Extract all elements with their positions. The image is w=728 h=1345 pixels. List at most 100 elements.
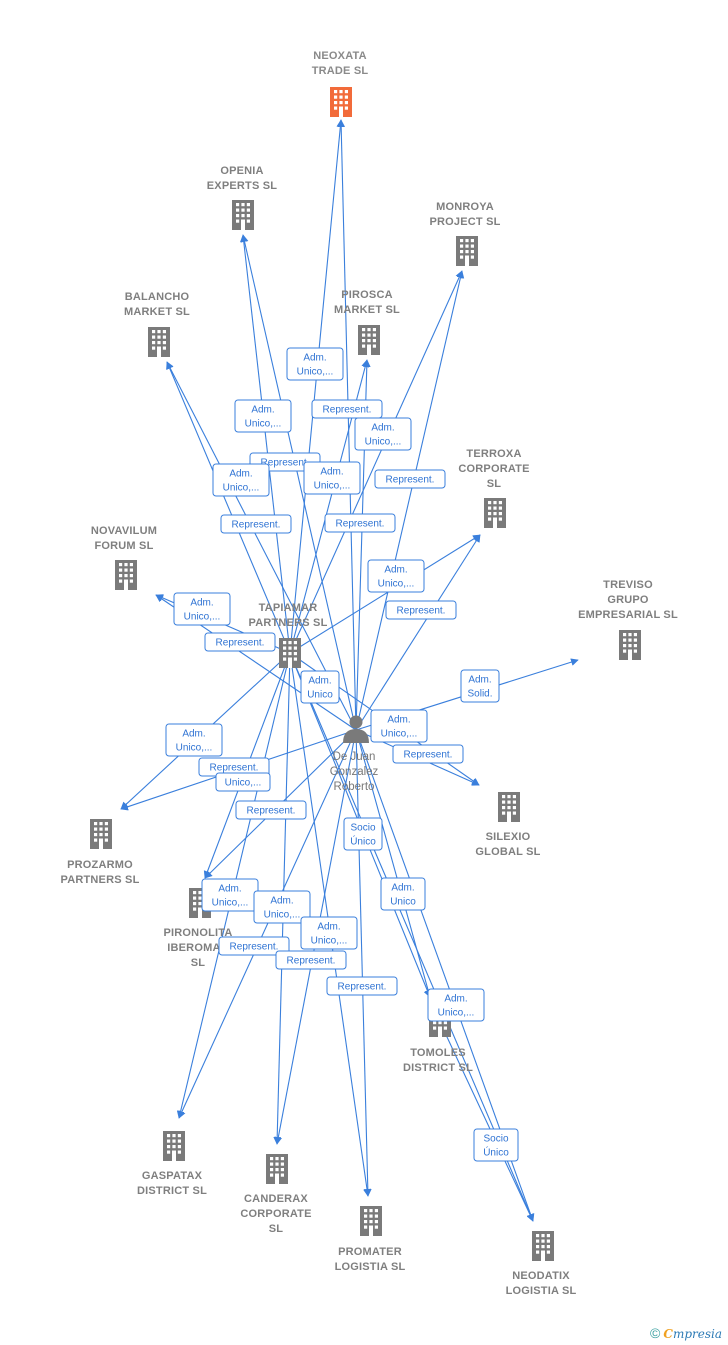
relation-label[interactable]: Represent. — [326, 976, 398, 996]
company-name-line: TOMOLES — [410, 1047, 466, 1059]
relation-text: Adm. — [387, 715, 410, 726]
relation-label[interactable]: Represent. — [198, 757, 270, 777]
company-name-line: GRUPO — [607, 594, 649, 606]
relation-label[interactable]: Adm. Unico,... — [354, 417, 412, 451]
relation-text: Represent. — [287, 956, 336, 967]
relation-label[interactable]: Adm.Unico,... — [370, 709, 428, 743]
relation-text: Adm. — [371, 423, 394, 434]
company-name-line: NOVAVILUM — [91, 525, 157, 537]
relation-label[interactable]: Represent. — [374, 469, 446, 489]
relation-label[interactable]: Adm.Unico,... — [367, 559, 425, 593]
relation-text: Represent. — [230, 942, 279, 953]
relation-text: Adm. — [303, 353, 326, 364]
building-icon — [90, 819, 112, 849]
company-name-line: TERROXA — [466, 448, 521, 460]
relation-label[interactable]: Adm.Unico,... — [234, 399, 292, 433]
relation-label[interactable]: Represent. — [204, 632, 276, 652]
relation-label[interactable]: Adm.Solid. — [460, 669, 500, 703]
relation-label[interactable]: Represent. — [220, 514, 292, 534]
relation-box — [374, 469, 446, 489]
edge-tomoles-neodatix — [439, 1021, 534, 1222]
relation-text: Unico,... — [365, 437, 402, 448]
relation-text: Unico,... — [311, 936, 348, 947]
relation-text: Represent. — [247, 806, 296, 817]
relation-box — [212, 463, 270, 497]
relation-label[interactable]: Represent. — [385, 600, 457, 620]
relation-box — [220, 514, 292, 534]
relation-label[interactable]: Adm.Unico — [380, 877, 426, 911]
edge-tapiamar-openia — [239, 234, 291, 654]
company-name-line: CANDERAX — [244, 1193, 308, 1205]
relation-label[interactable]: Adm.Unico,... — [300, 916, 358, 950]
relation-label[interactable]: Adm.Unico,... — [212, 463, 270, 497]
relation-text: Socio — [483, 1134, 508, 1145]
relation-label[interactable]: Represent. — [311, 399, 383, 419]
relation-label[interactable]: Adm.Unico — [300, 670, 340, 704]
relation-box — [204, 632, 276, 652]
footer-brand[interactable]: ©Cmpresia — [650, 1325, 722, 1341]
relation-text: Represent. — [386, 475, 435, 486]
building-icon — [484, 498, 506, 528]
relation-text: Unico,... — [225, 778, 262, 789]
company-name-line: NEODATIX — [512, 1270, 570, 1282]
edge-person-monroya — [355, 270, 465, 731]
relation-label[interactable]: Adm.Unico,... — [286, 347, 344, 381]
relation-box — [234, 399, 292, 433]
relation-label[interactable]: Represent. — [392, 744, 464, 764]
relation-text: Represent. — [404, 750, 453, 761]
company-name-line: SL — [269, 1223, 284, 1235]
edge-person-gaspatax — [178, 729, 357, 1119]
relation-text: Unico,... — [264, 910, 301, 921]
relation-label[interactable]: Adm.Unico,... — [253, 890, 311, 924]
relation-text: Unico,... — [378, 579, 415, 590]
relation-label[interactable]: Adm.Unico,... — [303, 461, 361, 495]
relation-text: Adm. — [444, 994, 467, 1005]
relation-text: Represent. — [232, 520, 281, 531]
building-icon — [232, 200, 254, 230]
relation-label[interactable]: Represent. — [235, 800, 307, 820]
relation-label[interactable]: Adm.Unico,... — [201, 878, 259, 912]
edge-person-openia — [240, 234, 357, 731]
relation-label[interactable]: Adm.Unico,... — [173, 592, 231, 626]
building-icon — [360, 1206, 382, 1236]
relation-label[interactable]: Adm.Unico,... — [427, 988, 485, 1022]
relation-text: Adm. — [190, 598, 213, 609]
company-name-line: TREVISO — [603, 579, 653, 591]
relation-label[interactable]: Represent. — [324, 513, 396, 533]
relation-text: Unico,... — [245, 419, 282, 430]
relation-label[interactable]: Represent. — [218, 936, 290, 956]
edge-person-balancho — [166, 361, 357, 731]
relation-text: Unico,... — [176, 743, 213, 754]
relation-label[interactable]: Represent. — [275, 950, 347, 970]
relation-box — [165, 723, 223, 757]
edges-layer — [120, 119, 579, 1222]
company-name-line: SL — [487, 478, 502, 490]
relation-text: Adm. — [182, 729, 205, 740]
relation-text: Socio — [350, 823, 375, 834]
relation-label[interactable]: Adm. Unico,... — [165, 723, 223, 757]
relation-label[interactable]: Unico,... — [215, 772, 271, 792]
person-name-line: Gonzalez — [330, 766, 379, 778]
company-name-line: MONROYA — [436, 201, 494, 213]
